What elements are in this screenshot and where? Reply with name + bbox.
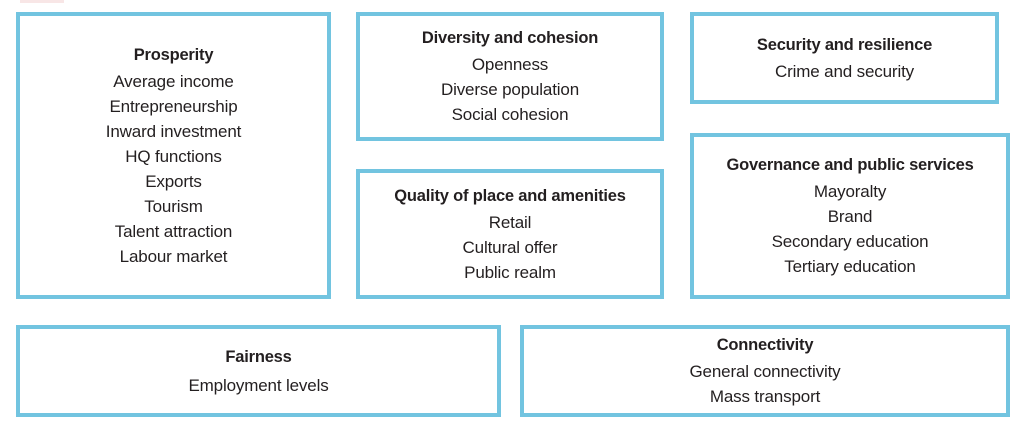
category-item: Labour market xyxy=(119,246,228,266)
category-item: Employment levels xyxy=(188,375,329,395)
category-box-governance-and-public-services: Governance and public services Mayoralty… xyxy=(690,133,1010,299)
category-item: Diverse population xyxy=(440,80,580,99)
category-item: Crime and security xyxy=(774,61,914,81)
category-item: Average income xyxy=(113,71,234,91)
category-title: Governance and public services xyxy=(726,156,974,174)
category-title: Diversity and cohesion xyxy=(421,29,599,47)
category-item: Cultural offer xyxy=(462,237,558,257)
category-item: Brand xyxy=(827,207,873,226)
category-item: Exports xyxy=(145,171,202,191)
category-box-fairness: Fairness Employment levels xyxy=(16,325,501,417)
category-title: Connectivity xyxy=(716,336,814,354)
category-item: Mass transport xyxy=(709,387,821,406)
category-item: Talent attraction xyxy=(114,221,233,241)
category-item: Entrepreneurship xyxy=(109,96,238,116)
category-title: Security and resilience xyxy=(756,35,933,54)
category-title: Quality of place and amenities xyxy=(394,186,626,205)
category-item: Public realm xyxy=(464,262,556,282)
category-item: Tourism xyxy=(144,196,203,216)
category-item: Openness xyxy=(471,55,549,74)
category-item: Mayoralty xyxy=(813,182,887,201)
category-item: Retail xyxy=(488,212,532,232)
category-item-list: Employment levels xyxy=(188,373,328,398)
category-item: Secondary education xyxy=(771,232,929,251)
category-box-security-and-resilience: Security and resilience Crime and securi… xyxy=(690,12,999,104)
category-title: Fairness xyxy=(225,347,292,366)
cropped-element-sliver xyxy=(20,0,64,3)
category-item: Social cohesion xyxy=(451,105,569,124)
category-title: Prosperity xyxy=(133,45,214,64)
category-item-list: Crime and security xyxy=(775,59,914,84)
category-item: Tertiary education xyxy=(784,257,916,276)
category-item: HQ functions xyxy=(125,146,222,166)
category-item: Inward investment xyxy=(105,121,242,141)
category-item: General connectivity xyxy=(689,362,841,381)
